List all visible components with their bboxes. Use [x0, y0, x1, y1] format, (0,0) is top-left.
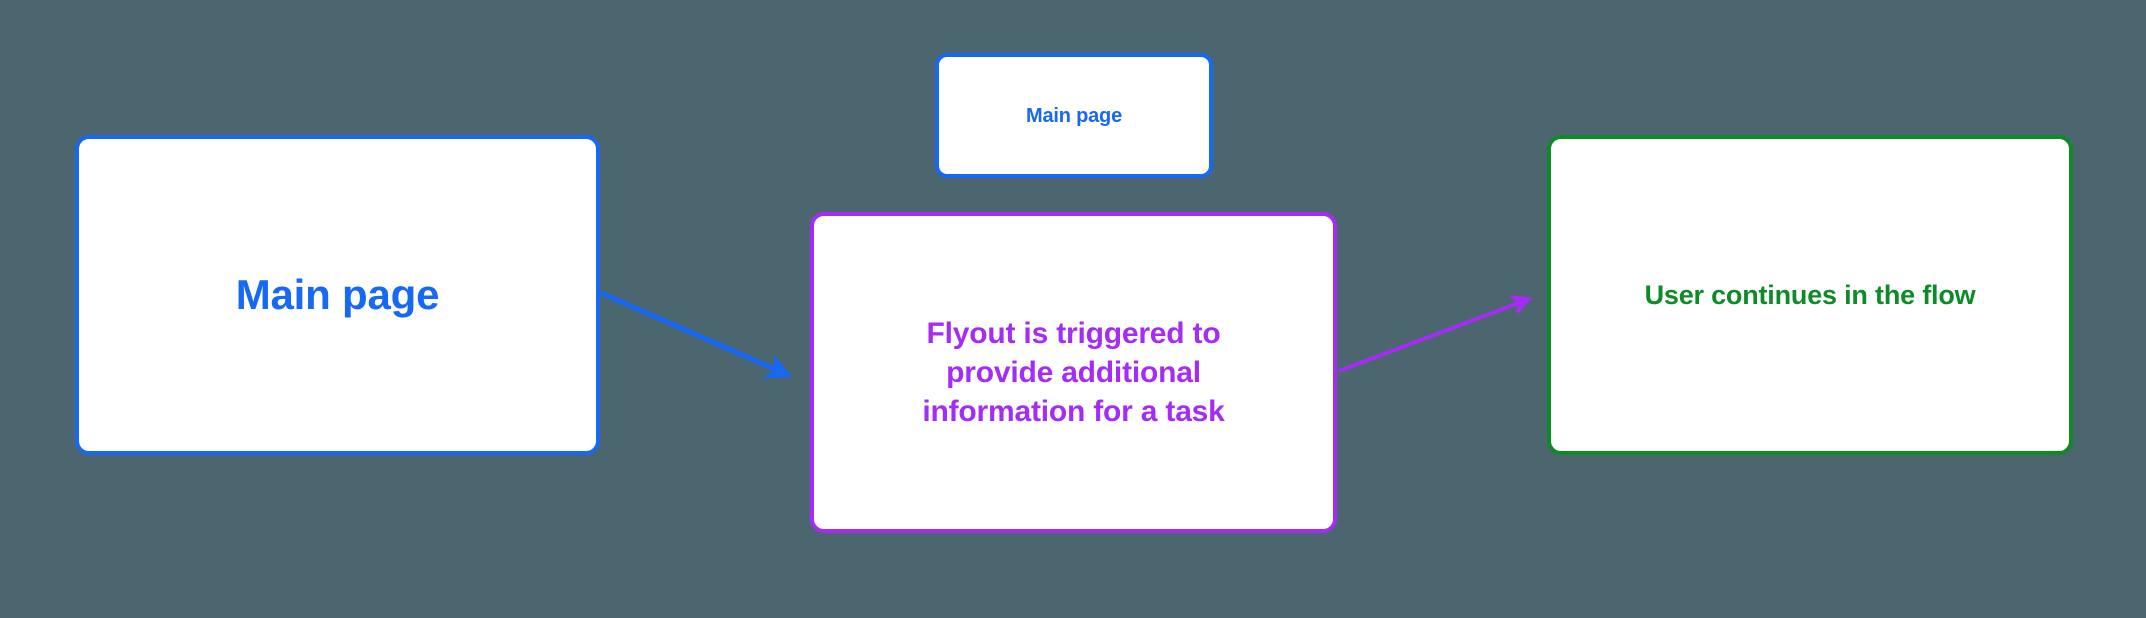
- node-main-page-top[interactable]: Main page: [935, 53, 1213, 178]
- edge-main-page-to-flyout: [599, 290, 793, 379]
- node-user-continues[interactable]: User continues in the flow: [1547, 135, 2073, 455]
- node-main-page-left-label: Main page: [235, 270, 440, 318]
- node-flyout[interactable]: Flyout is triggered to provide additiona…: [810, 212, 1337, 533]
- node-main-page-left[interactable]: Main page: [75, 135, 600, 455]
- edge-flyout-to-user-continues: [1338, 295, 1533, 373]
- node-flyout-label: Flyout is triggered to provide additiona…: [922, 317, 1225, 428]
- node-user-continues-label: User continues in the flow: [1644, 279, 1976, 310]
- node-main-page-top-label: Main page: [1026, 104, 1122, 127]
